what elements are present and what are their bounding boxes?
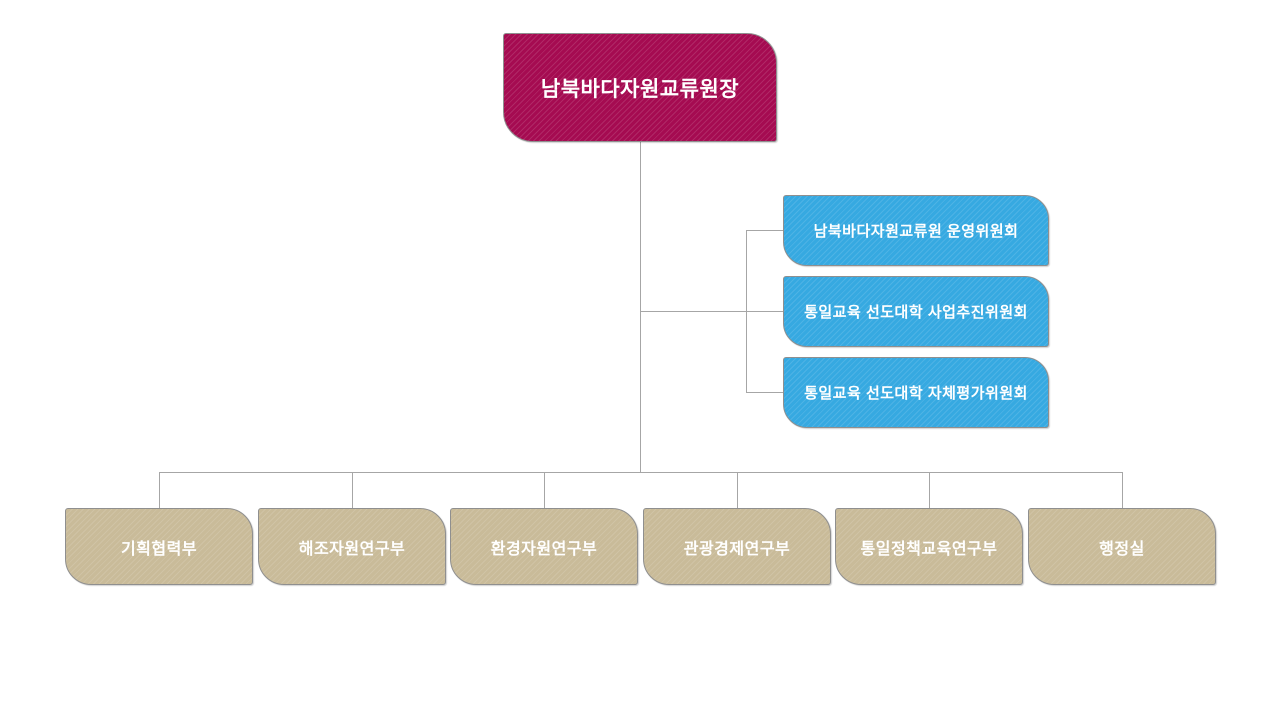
root-box-label: 남북바다자원교류원장 [540,77,740,101]
root-box-director: 남북바다자원교류원장 [503,33,777,142]
connector-committee-stub-1 [746,230,783,231]
department-box-unification-policy-education: 통일정책교육연구부 [835,508,1023,585]
committee-box-operating: 남북바다자원교류원 운영위원회 [783,195,1049,266]
connector-root-vertical [640,142,641,472]
department-box-label: 기획협력부 [120,540,198,558]
department-box-planning-cooperation: 기획협력부 [65,508,253,585]
department-box-label: 환경자원연구부 [490,540,598,558]
department-box-label: 행정실 [1099,540,1145,558]
committee-box-label: 남북바다자원교류원 운영위원회 [813,223,1019,240]
department-box-administration-office: 행정실 [1028,508,1216,585]
connector-department-drop-3 [544,472,545,508]
department-box-tourism-economy: 관광경제연구부 [643,508,831,585]
connector-committee-stub-3 [746,392,783,393]
connector-committee-branch [640,311,783,312]
committee-box-label: 통일교육 선도대학 자체평가위원회 [804,385,1028,402]
connector-department-horizontal [159,472,1122,473]
department-box-label: 통일정책교육연구부 [860,540,998,558]
department-box-label: 관광경제연구부 [683,540,791,558]
department-box-label: 해조자원연구부 [298,540,406,558]
connector-committee-vertical [746,230,747,392]
department-box-environmental-resources: 환경자원연구부 [450,508,638,585]
connector-department-drop-4 [737,472,738,508]
connector-department-drop-1 [159,472,160,508]
department-box-seaweed-resources: 해조자원연구부 [258,508,446,585]
connector-department-drop-2 [352,472,353,508]
committee-box-label: 통일교육 선도대학 사업추진위원회 [804,304,1028,321]
committee-box-self-evaluation: 통일교육 선도대학 자체평가위원회 [783,357,1049,428]
connector-department-drop-6 [1122,472,1123,508]
committee-box-project-promotion: 통일교육 선도대학 사업추진위원회 [783,276,1049,347]
connector-department-drop-5 [929,472,930,508]
